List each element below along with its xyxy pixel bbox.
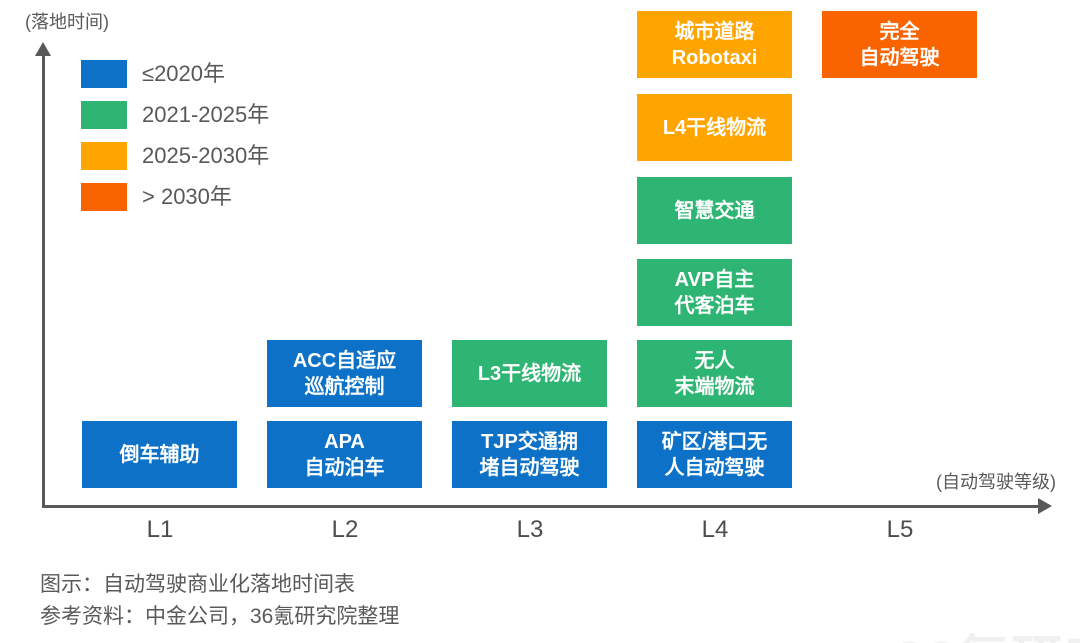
chart-box-L4: 城市道路 Robotaxi [637,11,792,78]
legend-item: ≤2020年 [81,60,269,88]
chart-box-label: 自动驾驶 [859,46,940,69]
chart-box-label: AVP自主 [674,268,755,291]
chart-box-L2: ACC自适应巡航控制 [267,340,422,407]
plot-area: 倒车辅助 ACC自适应巡航控制 APA 自动泊车 L3干线物流 TJP交通拥堵自动驾驶 城市… [82,11,977,488]
chart-box-label: 矿区/港口无 [661,430,768,453]
chart-box-L4: L4干线物流 [637,94,792,161]
legend-item: 2025-2030年 [81,142,269,170]
caption-source: 参考资料：中金公司，36氪研究院整理 [40,605,400,628]
chart-box-label: 自动泊车 [304,456,385,479]
y-axis-line [42,54,45,508]
x-tick-L1: L1 [146,516,174,543]
chart-box-label: L3干线物流 [477,362,582,385]
legend-swatch [81,183,127,211]
x-tick-L4: L4 [701,516,729,543]
chart-box-label: 巡航控制 [304,375,385,398]
chart-box-L5: 完全自动驾驶 [822,11,977,78]
chart-box-label: 人自动驾驶 [664,456,765,479]
chart-box-label: TJP交通拥 [481,430,578,453]
chart-box-L1: 倒车辅助 [82,421,237,488]
chart-box-label: 倒车辅助 [119,443,200,466]
chart-box-L4: 智慧交通 [637,177,792,244]
legend: ≤2020年 2021-2025年 2025-2030年 > 2030年 [81,60,269,211]
legend-swatch [81,101,127,129]
legend-swatch [81,60,127,88]
caption-title: 图示：自动驾驶商业化落地时间表 [40,573,355,596]
chart-box-label: 智慧交通 [674,199,755,222]
chart-box-label: Robotaxi [671,46,758,69]
x-axis-arrow-icon [1038,498,1052,514]
chart-box-L4: 无人末端物流 [637,340,792,407]
chart-box-label: 代客泊车 [674,294,755,317]
legend-item: 2021-2025年 [81,101,269,129]
x-tick-L5: L5 [886,516,914,543]
x-axis-ticks: L1 L2 L3 L4 L5 [0,516,1080,546]
chart-box-label: APA [324,430,365,453]
legend-label: 2025-2030年 [142,143,270,168]
chart-box-label: 无人 [694,349,735,372]
chart-box-label: ACC自适应 [292,349,397,372]
legend-label: ≤2020年 [142,61,226,86]
x-axis-label: (自动驾驶等级) [936,472,1056,492]
chart-box-label: 完全 [879,20,920,43]
chart-box-L4: 矿区/港口无人自动驾驶 [637,421,792,488]
chart-box-label: L4干线物流 [662,116,767,139]
chart-box-L2: APA 自动泊车 [267,421,422,488]
legend-item: > 2030年 [81,183,269,211]
chart-box-label: 末端物流 [674,375,755,398]
x-axis-line [42,505,1040,508]
watermark: 36氪研究院 [895,618,1080,643]
chart-box-label: 城市道路 [674,20,755,43]
x-tick-L3: L3 [516,516,544,543]
chart-box-L3: TJP交通拥堵自动驾驶 [452,421,607,488]
chart-box-L3: L3干线物流 [452,340,607,407]
legend-label: 2021-2025年 [142,102,270,127]
y-axis-label: (落地时间) [25,12,109,32]
legend-label: > 2030年 [142,184,232,209]
x-tick-L2: L2 [331,516,359,543]
chart-box-L4: AVP自主代客泊车 [637,259,792,326]
chart-box-label: 堵自动驾驶 [479,456,580,479]
y-axis-arrow-icon [35,42,51,56]
legend-swatch [81,142,127,170]
